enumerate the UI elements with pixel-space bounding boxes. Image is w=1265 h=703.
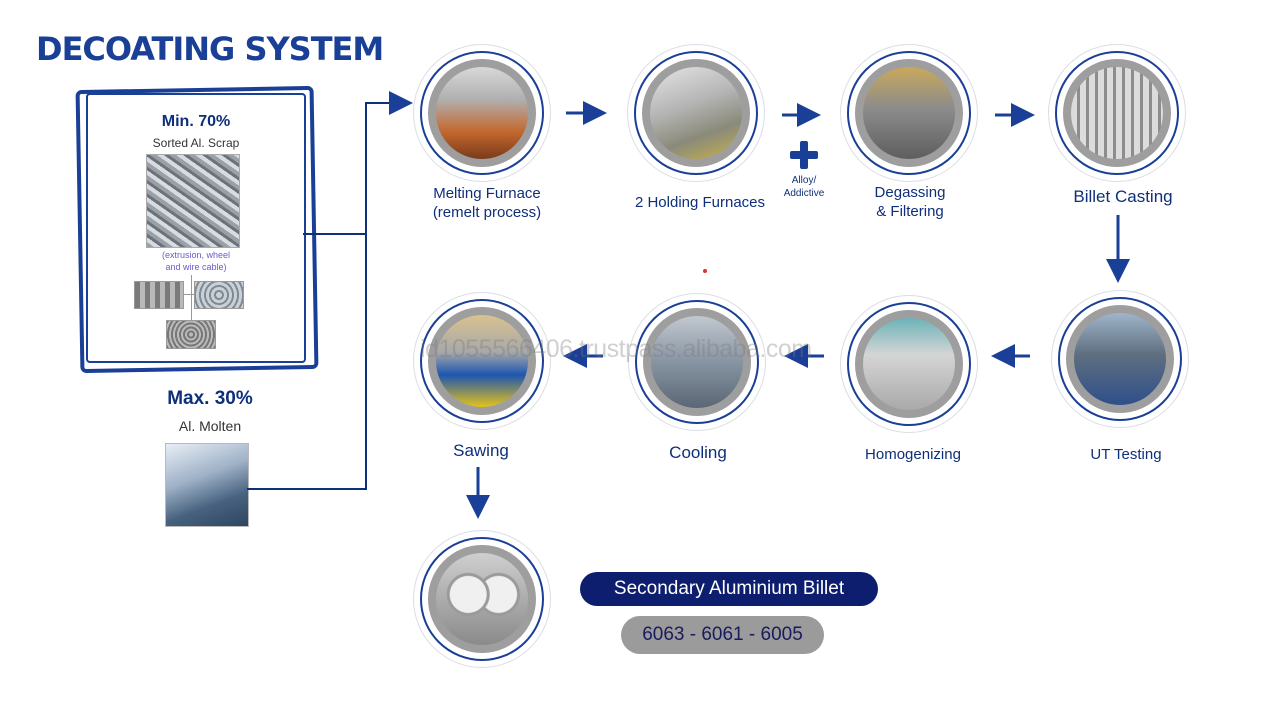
billet-casting-photo xyxy=(1071,67,1163,159)
billet-product-photo xyxy=(436,553,528,645)
wire-cable-image xyxy=(166,320,216,349)
min-percentage: Min. 70% xyxy=(161,113,231,130)
sawing-photo xyxy=(436,315,528,407)
scrap-note: (extrusion, wheel and wire cable) xyxy=(88,249,304,273)
scrap-card: Min. 70% Sorted Al. Scrap (extrusion, wh… xyxy=(86,93,306,363)
cooling-label: Cooling xyxy=(669,443,727,462)
ut-testing-circle xyxy=(1051,290,1189,428)
watermark: id1055566406.trustpass.alibaba.com xyxy=(420,335,812,363)
molten-label: Al. Molten xyxy=(178,418,242,434)
molten-image xyxy=(165,443,249,527)
homogenizing-circle xyxy=(840,295,978,433)
thumb-connector xyxy=(191,275,192,320)
scrap-note-line-2: and wire cable) xyxy=(165,262,227,272)
sawing-circle xyxy=(413,292,551,430)
scrap-note-line-1: (extrusion, wheel xyxy=(161,250,231,260)
extrusion-scrap-image xyxy=(134,281,184,309)
card-connector xyxy=(303,233,366,235)
thumb-connector-h xyxy=(182,294,194,295)
alloy-label-line-2: Addictive xyxy=(783,188,825,199)
melting-furnace-label-line-1: Melting Furnace xyxy=(433,185,541,202)
degassing-circle xyxy=(840,44,978,182)
molten-connector xyxy=(247,488,366,490)
red-dot xyxy=(703,269,707,273)
max-percentage: Max. 30% xyxy=(167,388,253,409)
input-vertical-connector xyxy=(365,102,367,490)
plus-icon xyxy=(790,141,818,169)
degassing-label: Degassing & Filtering xyxy=(840,183,980,221)
scrap-image xyxy=(146,154,240,248)
billet-casting-circle xyxy=(1048,44,1186,182)
degassing-photo xyxy=(863,67,955,159)
cooling-circle xyxy=(628,293,766,431)
homogenizing-label: Homogenizing xyxy=(865,446,961,463)
holding-furnace-circle xyxy=(627,44,765,182)
degassing-label-line-2: & Filtering xyxy=(876,203,944,220)
wheel-scrap-image xyxy=(194,281,244,309)
billet-product-circle xyxy=(413,530,551,668)
ut-testing-label: UT Testing xyxy=(1090,446,1162,463)
homogenizing-photo xyxy=(863,318,955,410)
melting-furnace-label-line-2: (remelt process) xyxy=(432,204,542,221)
alloy-label-line-1: Alloy/ xyxy=(791,175,817,186)
sorted-scrap-label: Sorted Al. Scrap xyxy=(152,136,240,150)
product-grades-pill: 6063 - 6061 - 6005 xyxy=(621,616,824,654)
degassing-label-line-1: Degassing xyxy=(874,184,946,201)
holding-furnaces-label: 2 Holding Furnaces xyxy=(634,194,766,211)
product-name-pill: Secondary Aluminium Billet xyxy=(580,572,878,606)
melting-furnace-label: Melting Furnace (remelt process) xyxy=(413,184,561,222)
sawing-label: Sawing xyxy=(453,441,509,460)
page-title: DECOATING SYSTEM xyxy=(36,30,384,68)
input-top-connector xyxy=(365,102,401,104)
melting-furnace-circle xyxy=(413,44,551,182)
ut-testing-photo xyxy=(1074,313,1166,405)
alloy-label: Alloy/ Addictive xyxy=(770,174,838,200)
billet-casting-label: Billet Casting xyxy=(1073,187,1173,206)
holding-furnace-photo xyxy=(650,67,742,159)
cooling-photo xyxy=(651,316,743,408)
melting-furnace-photo xyxy=(436,67,528,159)
